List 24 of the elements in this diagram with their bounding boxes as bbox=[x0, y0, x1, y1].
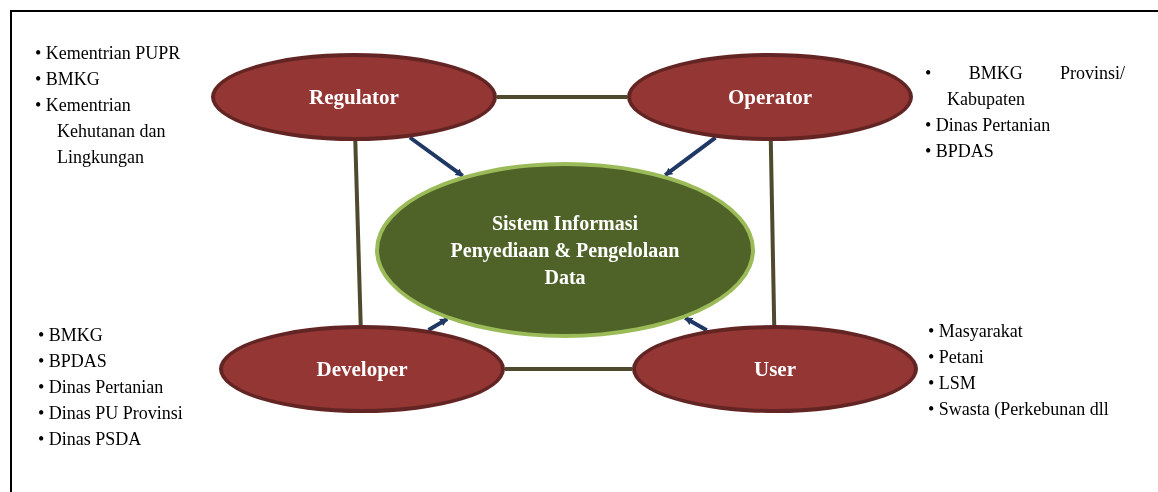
list-item: • BMKG Provinsi/ Kabupaten bbox=[925, 62, 1125, 112]
node-label: Developer bbox=[316, 355, 408, 383]
node-label: User bbox=[754, 355, 796, 383]
list-item: • BMKG bbox=[35, 68, 101, 92]
list-item: • Kementrian PUPR bbox=[35, 42, 182, 65]
list-item: • Dinas PSDA bbox=[38, 428, 143, 452]
list-item: • Kementrian Kehutanan dan Lingkungan bbox=[35, 94, 167, 170]
list-item: • Masyarakat bbox=[928, 320, 1024, 343]
connector-line bbox=[768, 140, 777, 326]
connector-line bbox=[497, 95, 627, 99]
list-item: • BPDAS bbox=[38, 350, 108, 374]
connector-line bbox=[505, 367, 632, 371]
list-item: • BMKG bbox=[38, 324, 104, 347]
list-item: • Petani bbox=[928, 346, 985, 370]
node-label: Regulator bbox=[309, 83, 399, 111]
connector-line bbox=[353, 140, 363, 326]
node-label: Sistem Informasi Penyediaan & Pengelolaan Data bbox=[449, 210, 681, 290]
list-item: • Dinas Pertanian bbox=[38, 376, 165, 400]
list-item: • LSM bbox=[928, 372, 977, 396]
list-item: • Dinas PU Provinsi bbox=[38, 402, 184, 426]
list-item: • BPDAS bbox=[925, 140, 995, 164]
node-label: Operator bbox=[728, 83, 812, 111]
list-item: • Dinas Pertanian bbox=[925, 114, 1052, 138]
list-item: • Swasta (Perkebunan dll bbox=[928, 398, 1110, 422]
